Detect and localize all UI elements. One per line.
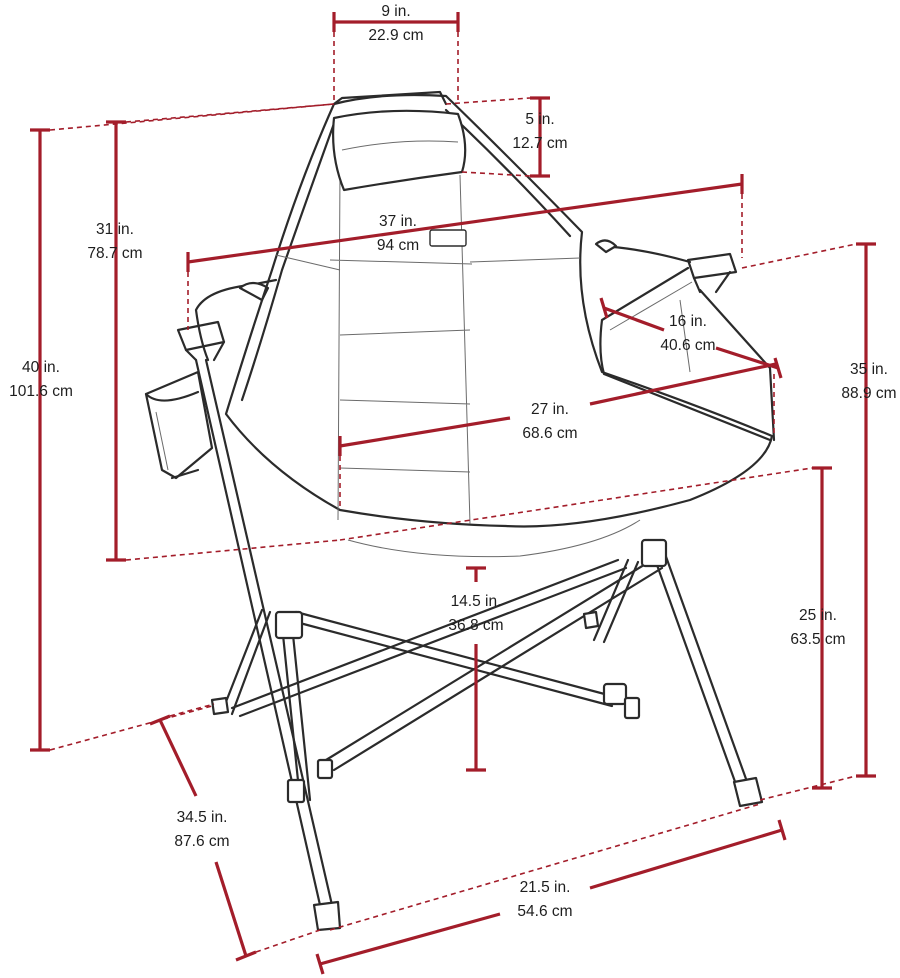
armrest-height-imperial: 35 in. (850, 361, 888, 378)
seat-back-height-label: 25 in. 63.5 cm (763, 604, 873, 652)
base-width-dimension (315, 803, 787, 975)
overall-height-imperial: 40 in. (22, 359, 60, 376)
dimension-lines (30, 12, 876, 975)
back-height-dimension (106, 103, 341, 562)
arm-depth-metric: 40.6 cm (660, 337, 716, 354)
seat-height-dimension (466, 566, 486, 772)
overall-width-label: 37 in. 94 cm (343, 210, 453, 258)
headrest-height-metric: 12.7 cm (512, 135, 568, 152)
arm-depth-imperial: 16 in. (669, 313, 707, 330)
hammock-seat (224, 90, 774, 558)
arm-depth-label: 16 in. 40.6 cm (633, 310, 743, 358)
hammock-chair-illustration (144, 90, 776, 932)
headrest-height-imperial: 5 in. (525, 111, 555, 128)
base-depth-dimension (149, 703, 321, 962)
headrest-width-imperial: 9 in. (381, 3, 411, 20)
headrest-width-dimension (332, 12, 460, 104)
armrest-height-metric: 88.9 cm (841, 385, 897, 402)
seat-height-metric: 36.8 cm (448, 617, 504, 634)
base-depth-label: 34.5 in. 87.6 cm (147, 806, 257, 854)
armrest-height-dimension (741, 242, 876, 801)
seat-width-imperial: 27 in. (531, 401, 569, 418)
headrest-width-label: 9 in. 22.9 cm (341, 0, 451, 48)
seat-width-metric: 68.6 cm (522, 425, 578, 442)
back-height-imperial: 31 in. (96, 221, 134, 238)
seat-back-height-dimension (339, 466, 832, 790)
overall-width-dimension (186, 174, 744, 330)
seat-back-height-imperial: 25 in. (799, 607, 837, 624)
chair-arms (176, 239, 776, 442)
overall-width-metric: 94 cm (376, 237, 420, 254)
overall-height-metric: 101.6 cm (9, 383, 73, 400)
seat-width-dimension (338, 362, 777, 510)
seat-height-label: 14.5 in. 36.8 cm (421, 590, 531, 638)
headrest-height-label: 5 in. 12.7 cm (485, 108, 595, 156)
overall-width-imperial: 37 in. (379, 213, 417, 230)
overall-height-dimension (30, 103, 335, 752)
seat-back-height-metric: 63.5 cm (790, 631, 846, 648)
back-height-label: 31 in. 78.7 cm (60, 218, 170, 266)
base-width-metric: 54.6 cm (517, 903, 573, 920)
armrest-height-label: 35 in. 88.9 cm (814, 358, 900, 406)
base-width-label: 21.5 in. 54.6 cm (490, 876, 600, 924)
cup-holder (144, 370, 214, 480)
back-height-metric: 78.7 cm (87, 245, 143, 262)
overall-height-label: 40 in. 101.6 cm (0, 356, 96, 404)
headrest-width-metric: 22.9 cm (368, 27, 424, 44)
base-depth-metric: 87.6 cm (174, 833, 230, 850)
headrest-height-dimension (445, 96, 550, 178)
chair-frame (194, 358, 764, 932)
base-width-imperial: 21.5 in. (519, 879, 571, 896)
seat-width-label: 27 in. 68.6 cm (495, 398, 605, 446)
seat-height-imperial: 14.5 in. (450, 593, 502, 610)
base-depth-imperial: 34.5 in. (176, 809, 228, 826)
